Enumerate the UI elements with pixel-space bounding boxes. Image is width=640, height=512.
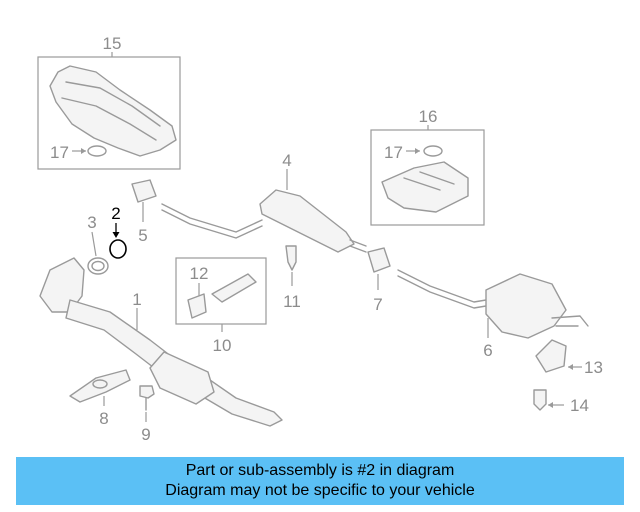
box-10 xyxy=(175,257,267,325)
box-16 xyxy=(370,129,485,226)
clamp-3 xyxy=(87,257,109,275)
bolt-11 xyxy=(285,245,297,271)
info-banner: Part or sub-assembly is #2 in diagram Di… xyxy=(16,457,624,505)
callout-9: 9 xyxy=(141,425,150,444)
callout-6: 6 xyxy=(483,341,492,360)
callout-15: 15 xyxy=(103,34,122,53)
part-10-bracket-group[interactable]: 12 10 xyxy=(175,257,267,355)
muffler-6 xyxy=(485,273,567,339)
arrow-17a xyxy=(81,148,86,154)
heat-shield-15-ribs xyxy=(61,81,161,141)
callout-17b: 17 xyxy=(384,143,403,162)
clamp-7 xyxy=(367,247,391,273)
arrow-14 xyxy=(548,402,553,408)
part-7-clamp-group[interactable]: 7 xyxy=(367,247,391,314)
gasket-2 xyxy=(109,239,127,259)
center-pipe-front xyxy=(161,203,263,239)
heat-shield-16 xyxy=(381,161,469,213)
part-5-clamp-group[interactable]: 5 xyxy=(131,179,157,245)
banner-line-2: Diagram may not be specific to your vehi… xyxy=(165,482,475,499)
bracket-10 xyxy=(211,273,257,303)
flange-8-hole xyxy=(92,379,108,389)
callout-16: 16 xyxy=(419,107,438,126)
rear-pipe xyxy=(397,269,487,309)
callout-10: 10 xyxy=(213,336,232,355)
heat-shield-16-ribs xyxy=(403,171,455,191)
part-16-heat-shield-group[interactable]: 16 17 xyxy=(370,107,485,226)
part-3-clamp-group[interactable]: 3 xyxy=(87,213,109,275)
part-4-center-muffler-group[interactable]: 4 xyxy=(161,151,367,253)
part-13-mount-group[interactable]: 13 xyxy=(535,339,603,377)
callout-4: 4 xyxy=(282,151,291,170)
resonator-4 xyxy=(259,189,355,253)
part-8-flange-group[interactable]: 8 xyxy=(69,369,131,428)
part-11-bolt-group[interactable]: 11 xyxy=(283,245,301,311)
arrow-2 xyxy=(112,232,120,238)
leader-3 xyxy=(91,231,97,257)
callout-8: 8 xyxy=(99,409,108,428)
part-9-bolt-group[interactable]: 9 xyxy=(139,385,155,444)
banner-line-1: Part or sub-assembly is #2 in diagram xyxy=(185,462,455,479)
tailpipe-6 xyxy=(551,315,589,327)
arrow-13 xyxy=(568,364,573,370)
part-15-heat-shield-group[interactable]: 15 17 xyxy=(37,34,181,170)
catalytic-converter xyxy=(149,351,215,405)
part-1-front-pipe-group[interactable]: 1 xyxy=(39,257,283,427)
box-15 xyxy=(37,56,181,170)
bracket-12 xyxy=(187,293,207,319)
clamp-3-inner xyxy=(91,260,105,272)
callout-5: 5 xyxy=(138,226,147,245)
arrow-17b xyxy=(415,148,420,154)
part-2-gasket-group[interactable]: 2 xyxy=(109,204,127,259)
callout-13: 13 xyxy=(584,358,603,377)
callout-7: 7 xyxy=(373,295,382,314)
clip-17b xyxy=(423,145,443,157)
part-6-rear-muffler-group[interactable]: 6 xyxy=(397,269,589,360)
bolt-9-head xyxy=(139,385,155,399)
clip-17a xyxy=(87,145,107,157)
callout-12: 12 xyxy=(190,264,209,283)
mount-13 xyxy=(535,339,567,373)
bolt-14 xyxy=(533,389,547,411)
callout-1: 1 xyxy=(132,290,141,309)
callout-11: 11 xyxy=(283,292,301,311)
part-14-bolt-group[interactable]: 14 xyxy=(533,389,589,415)
callout-17a: 17 xyxy=(50,143,69,162)
flange-8 xyxy=(69,369,131,403)
callout-2: 2 xyxy=(111,204,120,223)
callout-14: 14 xyxy=(570,396,589,415)
callout-3: 3 xyxy=(87,213,96,232)
clamp-5 xyxy=(131,179,157,203)
center-pipe-rear xyxy=(349,239,367,253)
